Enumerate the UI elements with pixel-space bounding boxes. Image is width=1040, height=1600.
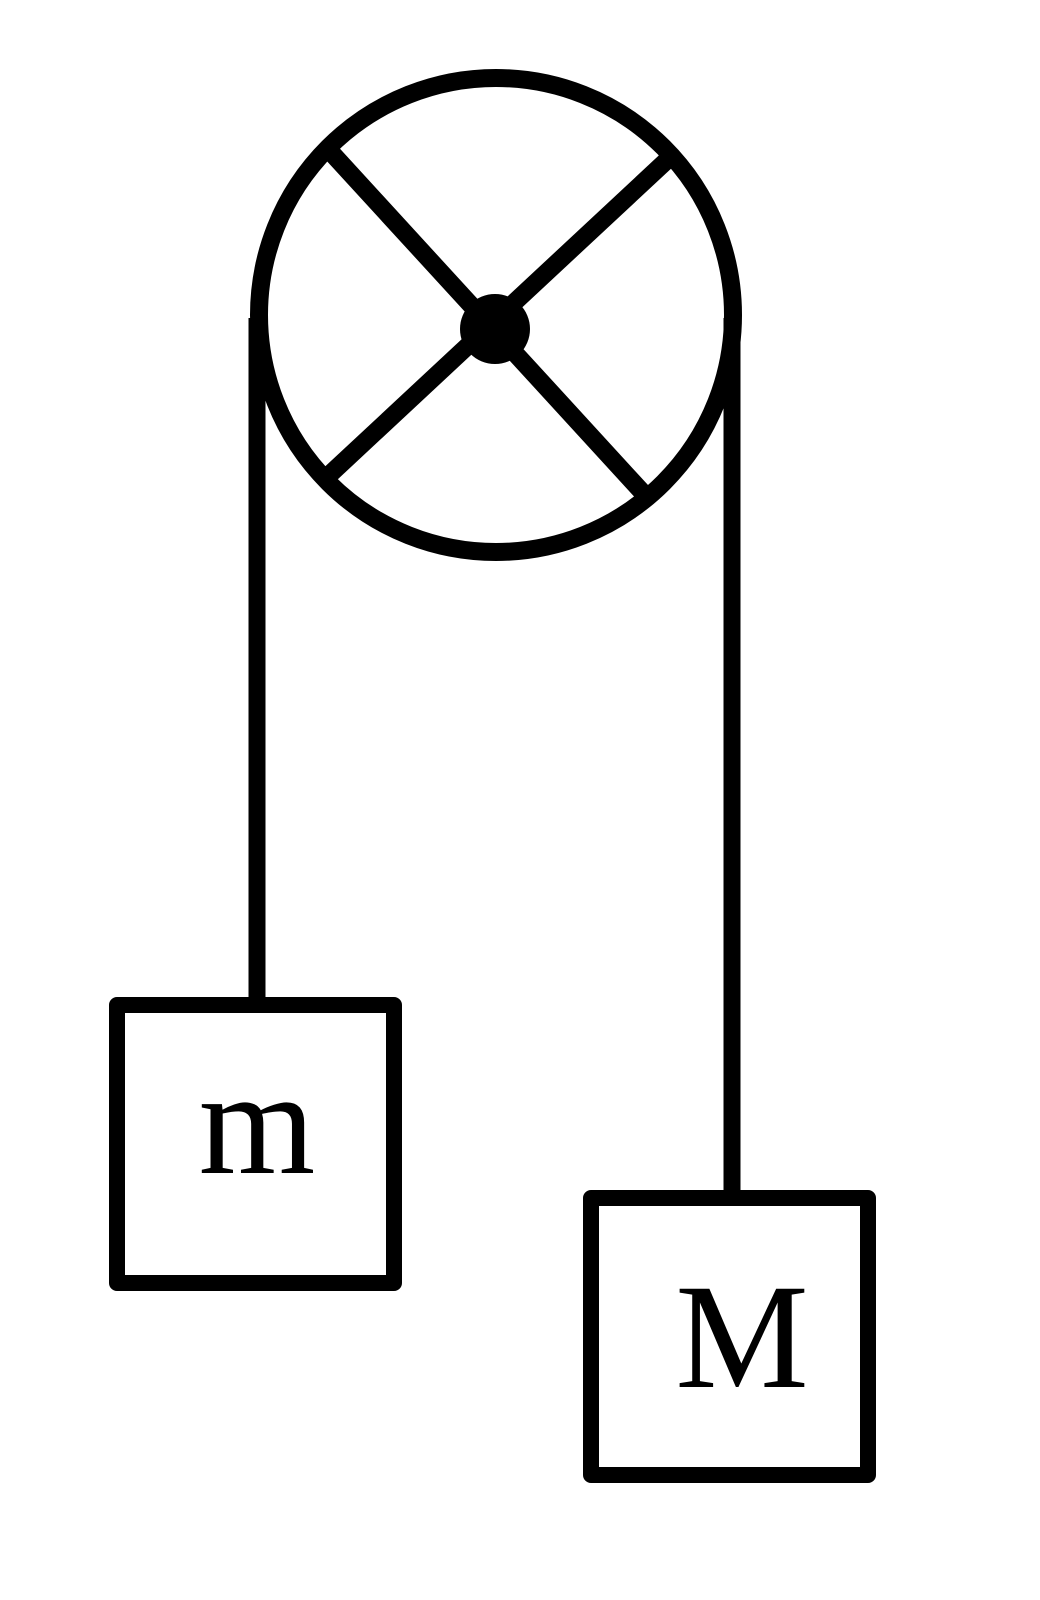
mass-box-small <box>109 997 402 1291</box>
mass-box-large <box>583 1190 876 1483</box>
pulley-wheel <box>250 69 742 561</box>
mass-label-m: m <box>199 1040 316 1206</box>
mass-label-M: M <box>675 1254 808 1420</box>
pulley-axle <box>460 294 530 364</box>
mass-block-m: m <box>109 997 402 1291</box>
mass-block-M: M <box>583 1190 876 1483</box>
pulley <box>250 69 742 561</box>
